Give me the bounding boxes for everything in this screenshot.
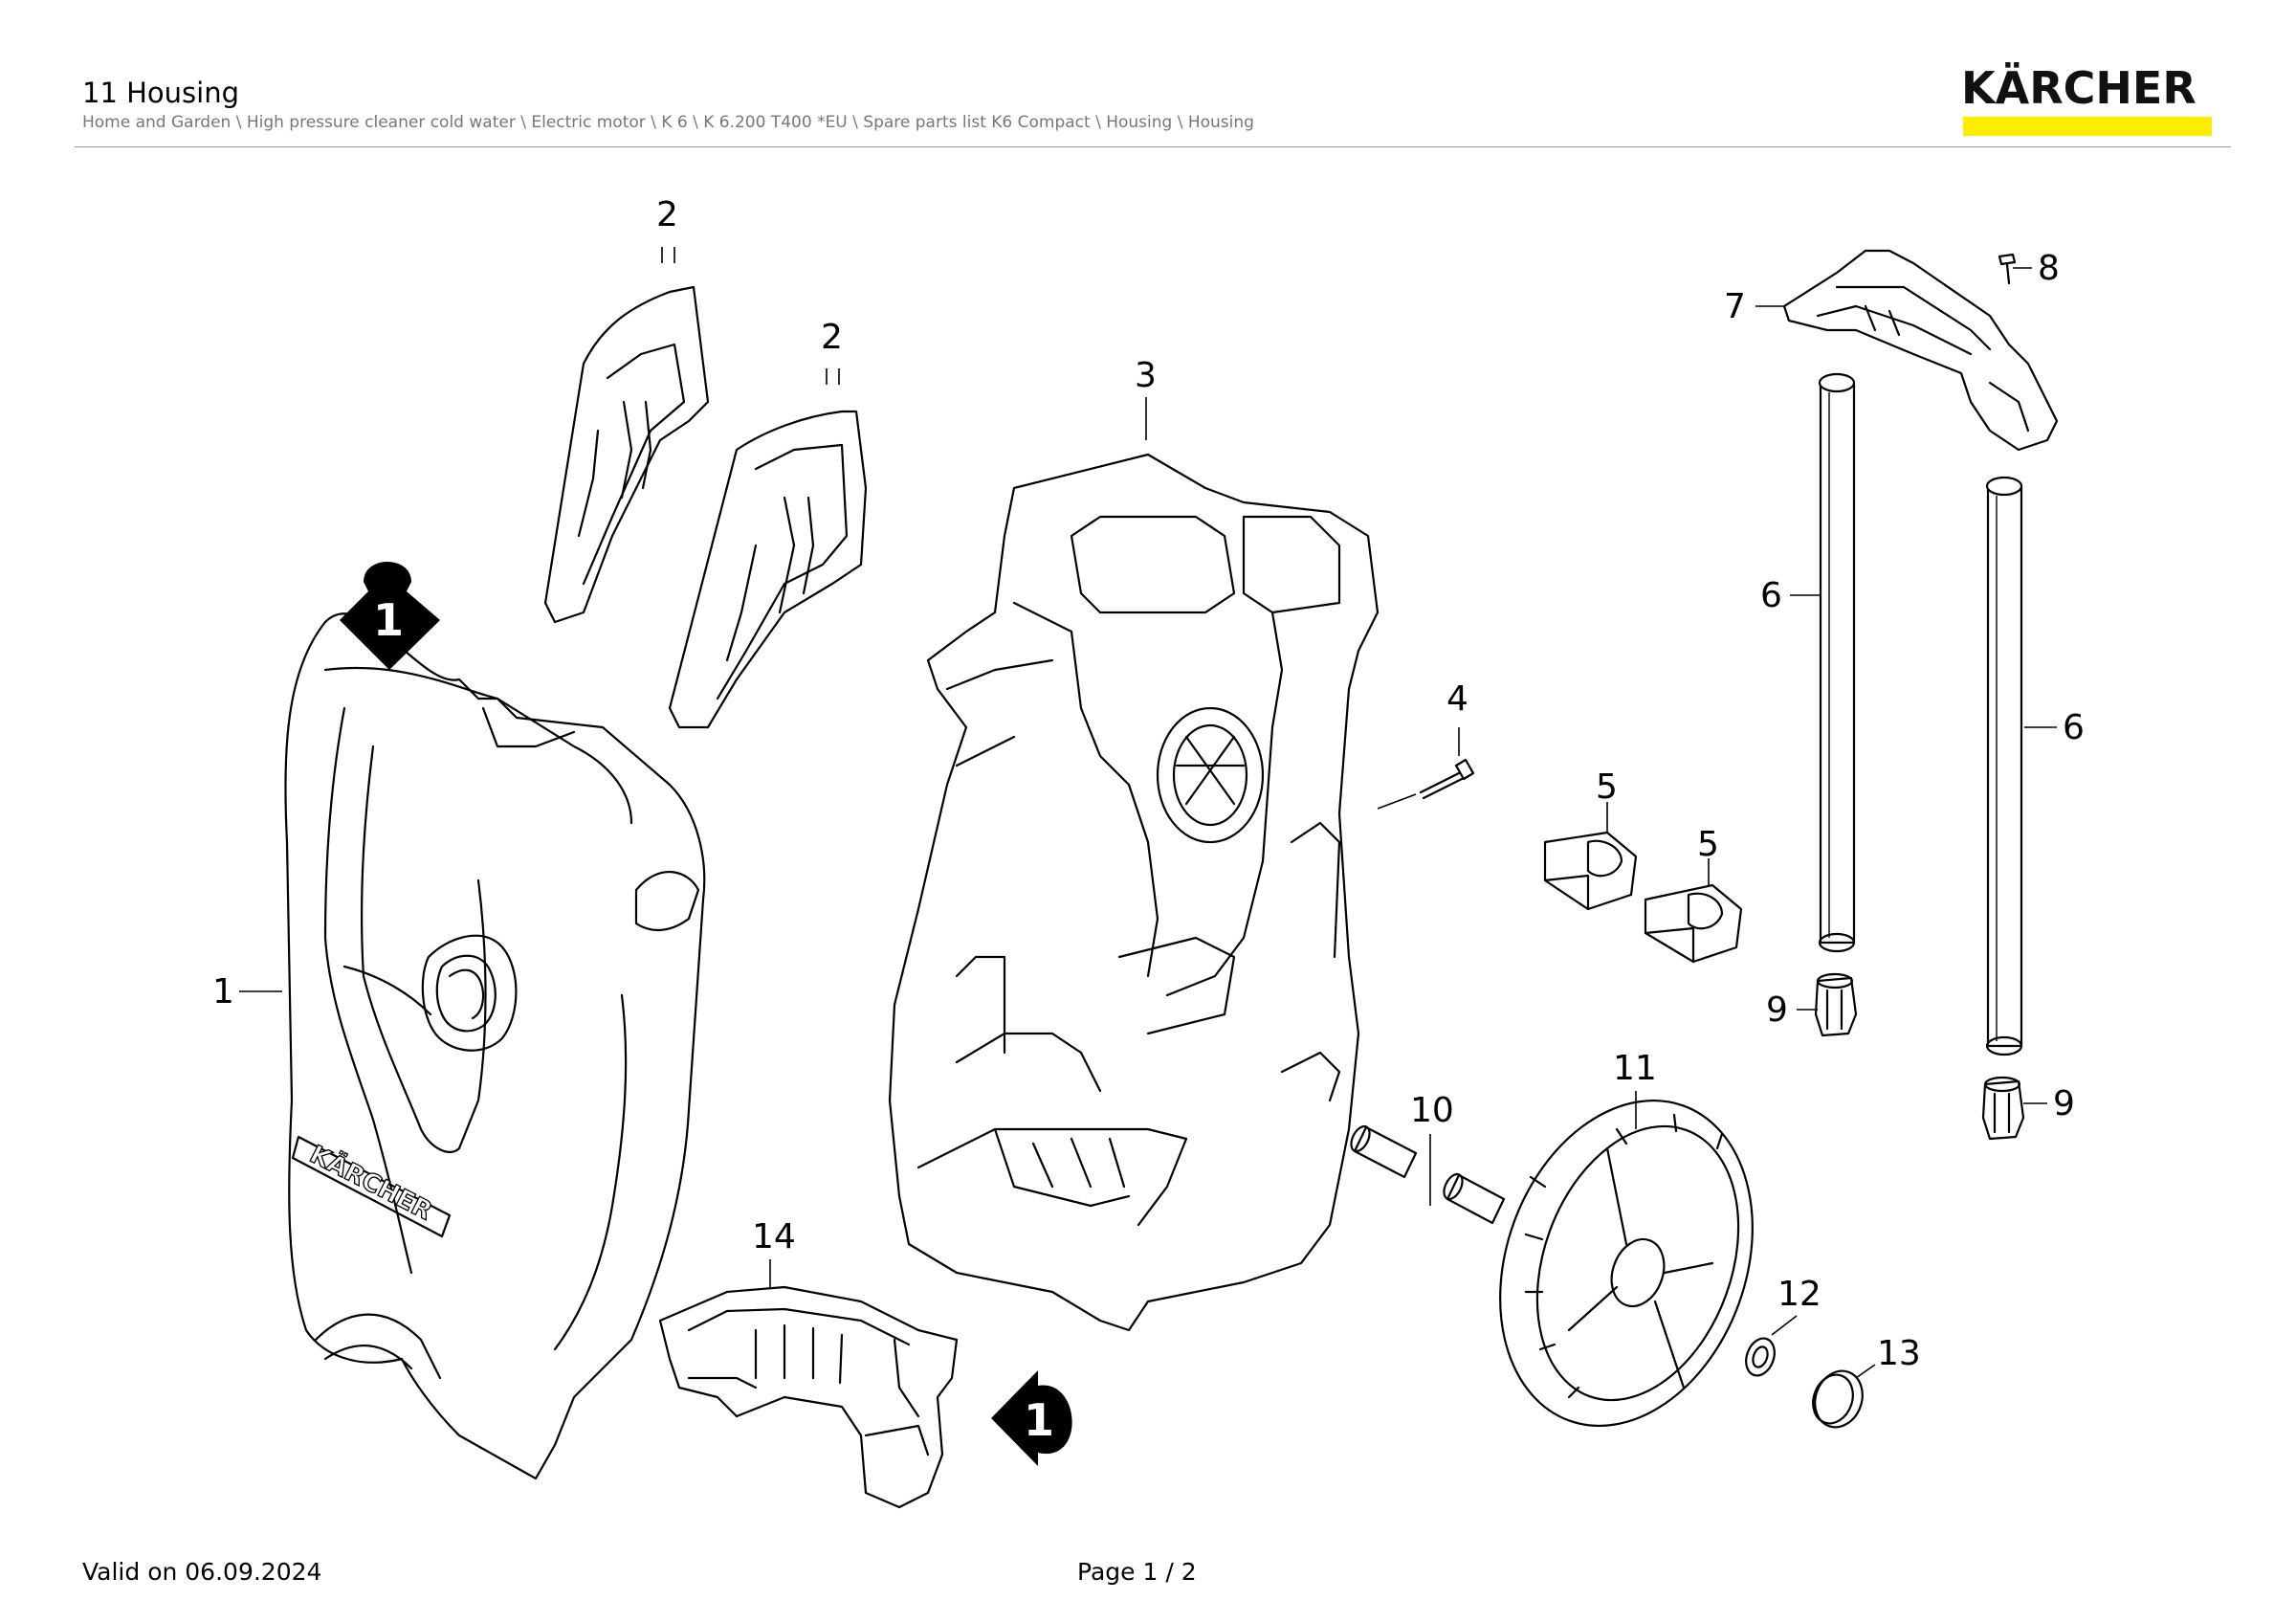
- part-label: 2: [821, 318, 843, 357]
- part-label: 4: [1446, 679, 1468, 719]
- part-4-screw: [1419, 758, 1475, 800]
- page-title: 11 Housing: [82, 77, 240, 109]
- part-5-clip-b: [1644, 883, 1743, 964]
- part-9-plug-left: [1814, 972, 1858, 1037]
- part-11-wheel: [1499, 1099, 1754, 1428]
- part-label: 9: [2053, 1084, 2075, 1123]
- part-label: 9: [1766, 990, 1788, 1030]
- part-label: 2: [656, 195, 678, 234]
- part-13-hub-cap: [1812, 1369, 1864, 1429]
- part-7-handle: [1782, 249, 2059, 452]
- part-label: 5: [1596, 767, 1618, 807]
- part-label: 14: [752, 1217, 796, 1256]
- part-10-axle: [1350, 1124, 1506, 1225]
- svg-text:1: 1: [1024, 1394, 1054, 1446]
- view-marker-left: 1: [991, 1370, 1072, 1466]
- part-label: 12: [1777, 1275, 1821, 1314]
- part-14-hose-holder: [658, 1285, 959, 1509]
- part-9-plug-right: [1981, 1076, 2025, 1141]
- logo-wordmark: KÄRCHER: [1961, 62, 2197, 114]
- part-label: 1: [212, 972, 234, 1012]
- breadcrumb: Home and Garden \ High pressure cleaner …: [82, 113, 1254, 132]
- part-3-main-frame: [888, 453, 1380, 1332]
- part-1-front-cover: KÄRCHER: [284, 612, 706, 1480]
- part-6-tube-right: [1985, 476, 2023, 1056]
- part-5-clip-a: [1543, 831, 1638, 911]
- part-label: 6: [2063, 708, 2085, 747]
- part-label: 3: [1135, 356, 1157, 395]
- part-label: 10: [1410, 1091, 1454, 1130]
- logo-yellow-bar: [1963, 117, 2212, 136]
- callout-lines: [239, 247, 2057, 1379]
- part-label: 11: [1613, 1049, 1657, 1088]
- header-divider: [75, 146, 2231, 147]
- svg-text:1: 1: [373, 594, 404, 646]
- view-marker-down: 1: [340, 562, 440, 670]
- page-number: Page 1 / 2: [1077, 1558, 1197, 1586]
- valid-date: Valid on 06.09.2024: [82, 1558, 322, 1586]
- part-6-tube-left: [1818, 372, 1856, 953]
- part-label: 13: [1877, 1334, 1921, 1373]
- part-label: 8: [2038, 249, 2060, 288]
- part-label: 5: [1697, 825, 1719, 864]
- part-2-side-cover-upper: [543, 285, 710, 624]
- part-label: 6: [1760, 576, 1782, 615]
- part-label: 7: [1724, 287, 1746, 326]
- part-2-side-cover-lower: [668, 410, 868, 729]
- karcher-logo: KÄRCHER: [1961, 63, 2212, 138]
- part-8-screw: [1998, 253, 2017, 285]
- part-labels: 1 2 2 3 4 5 5 6 6 7 8 9 9 10 11 12 13 14: [212, 195, 2085, 1373]
- part-12-washer: [1745, 1337, 1776, 1377]
